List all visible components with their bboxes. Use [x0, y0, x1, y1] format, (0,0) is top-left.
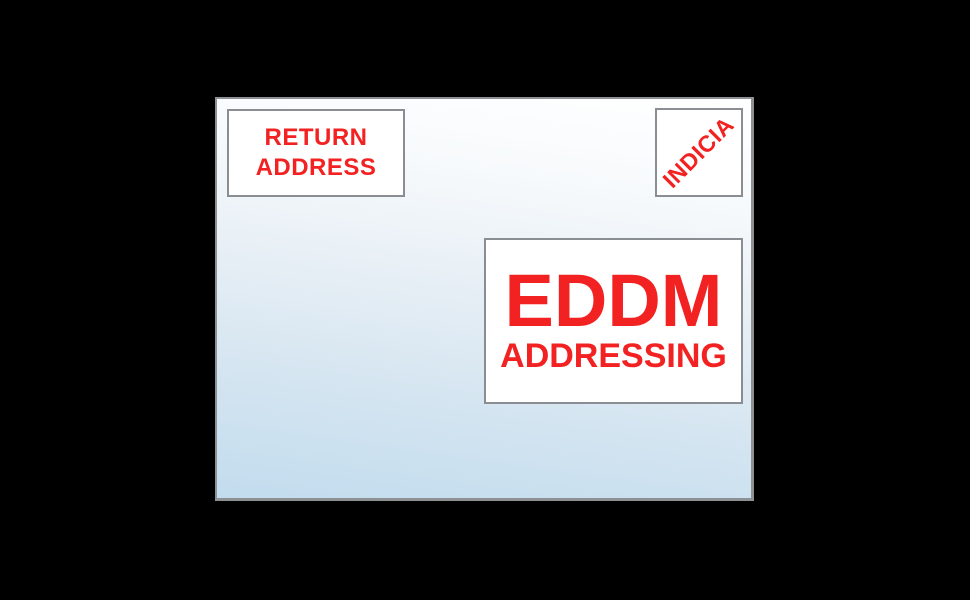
eddm-subtitle: ADDRESSING [500, 337, 727, 375]
return-address-box: RETURN ADDRESS [227, 109, 405, 197]
eddm-title: EDDM [504, 259, 723, 342]
return-address-line1: RETURN [264, 124, 368, 151]
indicia-box: INDICIA [655, 108, 743, 197]
mail-piece-envelope: RETURN ADDRESS INDICIA EDDM ADDRESSING [215, 97, 754, 501]
return-address-label: RETURN ADDRESS [256, 123, 377, 183]
return-address-line2: ADDRESS [255, 154, 377, 181]
indicia-label: INDICIA [657, 111, 740, 193]
eddm-addressing-box: EDDM ADDRESSING [484, 238, 743, 404]
